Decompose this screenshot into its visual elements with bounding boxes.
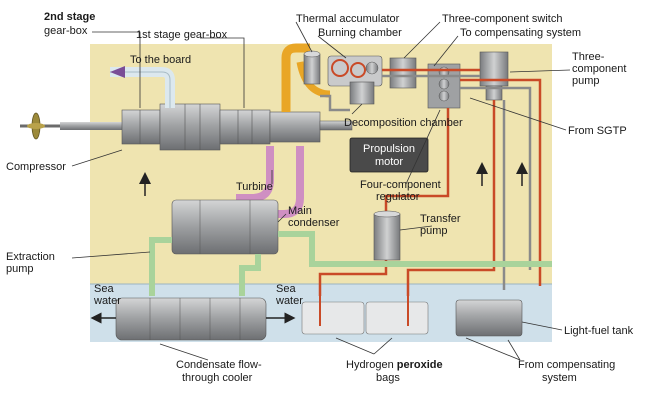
label-to-board: To the board — [130, 54, 191, 66]
label-extraction-2: pump — [6, 263, 34, 275]
label-sea-water-left-2: water — [93, 295, 121, 307]
label-compressor: Compressor — [6, 161, 66, 173]
four-component-regulator — [427, 63, 461, 109]
label-main-cond-1: Main — [288, 205, 312, 217]
main-condenser — [171, 199, 279, 255]
label-sea-water-right-1: Sea — [276, 283, 296, 295]
condensate-pipes — [149, 231, 552, 296]
hydrogen-peroxide-bags — [301, 296, 429, 335]
label-condensate-1: Condensate flow- — [176, 359, 262, 371]
label-three-component-switch: Three-component switch — [442, 13, 562, 25]
label-transfer-1: Transfer — [420, 213, 461, 225]
label-from-comp-2: system — [542, 372, 577, 384]
propulsion-motor — [349, 137, 429, 173]
main-shaft — [60, 122, 124, 130]
label-sea-water-right-2: water — [275, 295, 303, 307]
label-peroxide-word: peroxide — [397, 359, 443, 371]
leader-lines — [71, 21, 571, 361]
label-four-reg-2: regulator — [376, 191, 420, 203]
label-extraction-1: Extraction — [6, 251, 55, 263]
label-hydrogen-1: Hydrogen peroxide — [346, 359, 443, 371]
light-fuel-tank — [455, 299, 523, 337]
propulsion-motor-label-2: motor — [375, 156, 403, 168]
label-2nd-stage-2: gear-box — [44, 25, 88, 37]
condensate-cooler — [115, 297, 267, 341]
label-decomposition-chamber: Decomposition chamber — [344, 117, 463, 129]
decomposition-chamber — [349, 81, 375, 105]
turbine-pipe — [236, 146, 274, 202]
label-burning-chamber: Burning chamber — [318, 27, 402, 39]
label-main-cond-2: condenser — [288, 217, 340, 229]
steam-pipe — [281, 43, 310, 112]
motor-shaft — [319, 120, 353, 131]
label-2nd-stage-1: 2nd stage — [44, 11, 95, 23]
label-three-pump-1: Three- — [572, 51, 605, 63]
label-from-comp-1: From compensating — [518, 359, 615, 371]
flow-arrows — [139, 162, 528, 196]
burning-chamber — [327, 55, 383, 87]
label-light-fuel-tank: Light-fuel tank — [564, 325, 634, 337]
to-board-arrow — [110, 66, 125, 78]
label-turbine: Turbine — [236, 181, 273, 193]
label-condensate-2: through cooler — [182, 372, 253, 384]
three-component-switch — [389, 57, 417, 89]
label-hydrogen-2: bags — [376, 372, 400, 384]
label-hydrogen-word: Hydrogen — [346, 359, 397, 371]
label-three-pump-3: pump — [572, 75, 600, 87]
main-machinery-train — [121, 103, 321, 151]
propulsion-motor-label-1: Propulsion — [363, 143, 415, 155]
label-three-pump-2: component — [572, 63, 626, 75]
label-thermal-accumulator: Thermal accumulator — [296, 13, 400, 25]
label-1st-stage: 1st stage gear-box — [136, 29, 228, 41]
label-to-compensating-system: To compensating system — [460, 27, 581, 39]
label-transfer-2: pump — [420, 225, 448, 237]
label-four-reg-1: Four-component — [360, 179, 441, 191]
thermal-accumulator — [303, 50, 321, 85]
label-from-sgtp: From SGTP — [568, 125, 627, 137]
label-sea-water-left-1: Sea — [94, 283, 114, 295]
transfer-pump — [373, 210, 401, 261]
fuel-lines — [318, 68, 542, 296]
propeller-icon — [20, 112, 60, 140]
